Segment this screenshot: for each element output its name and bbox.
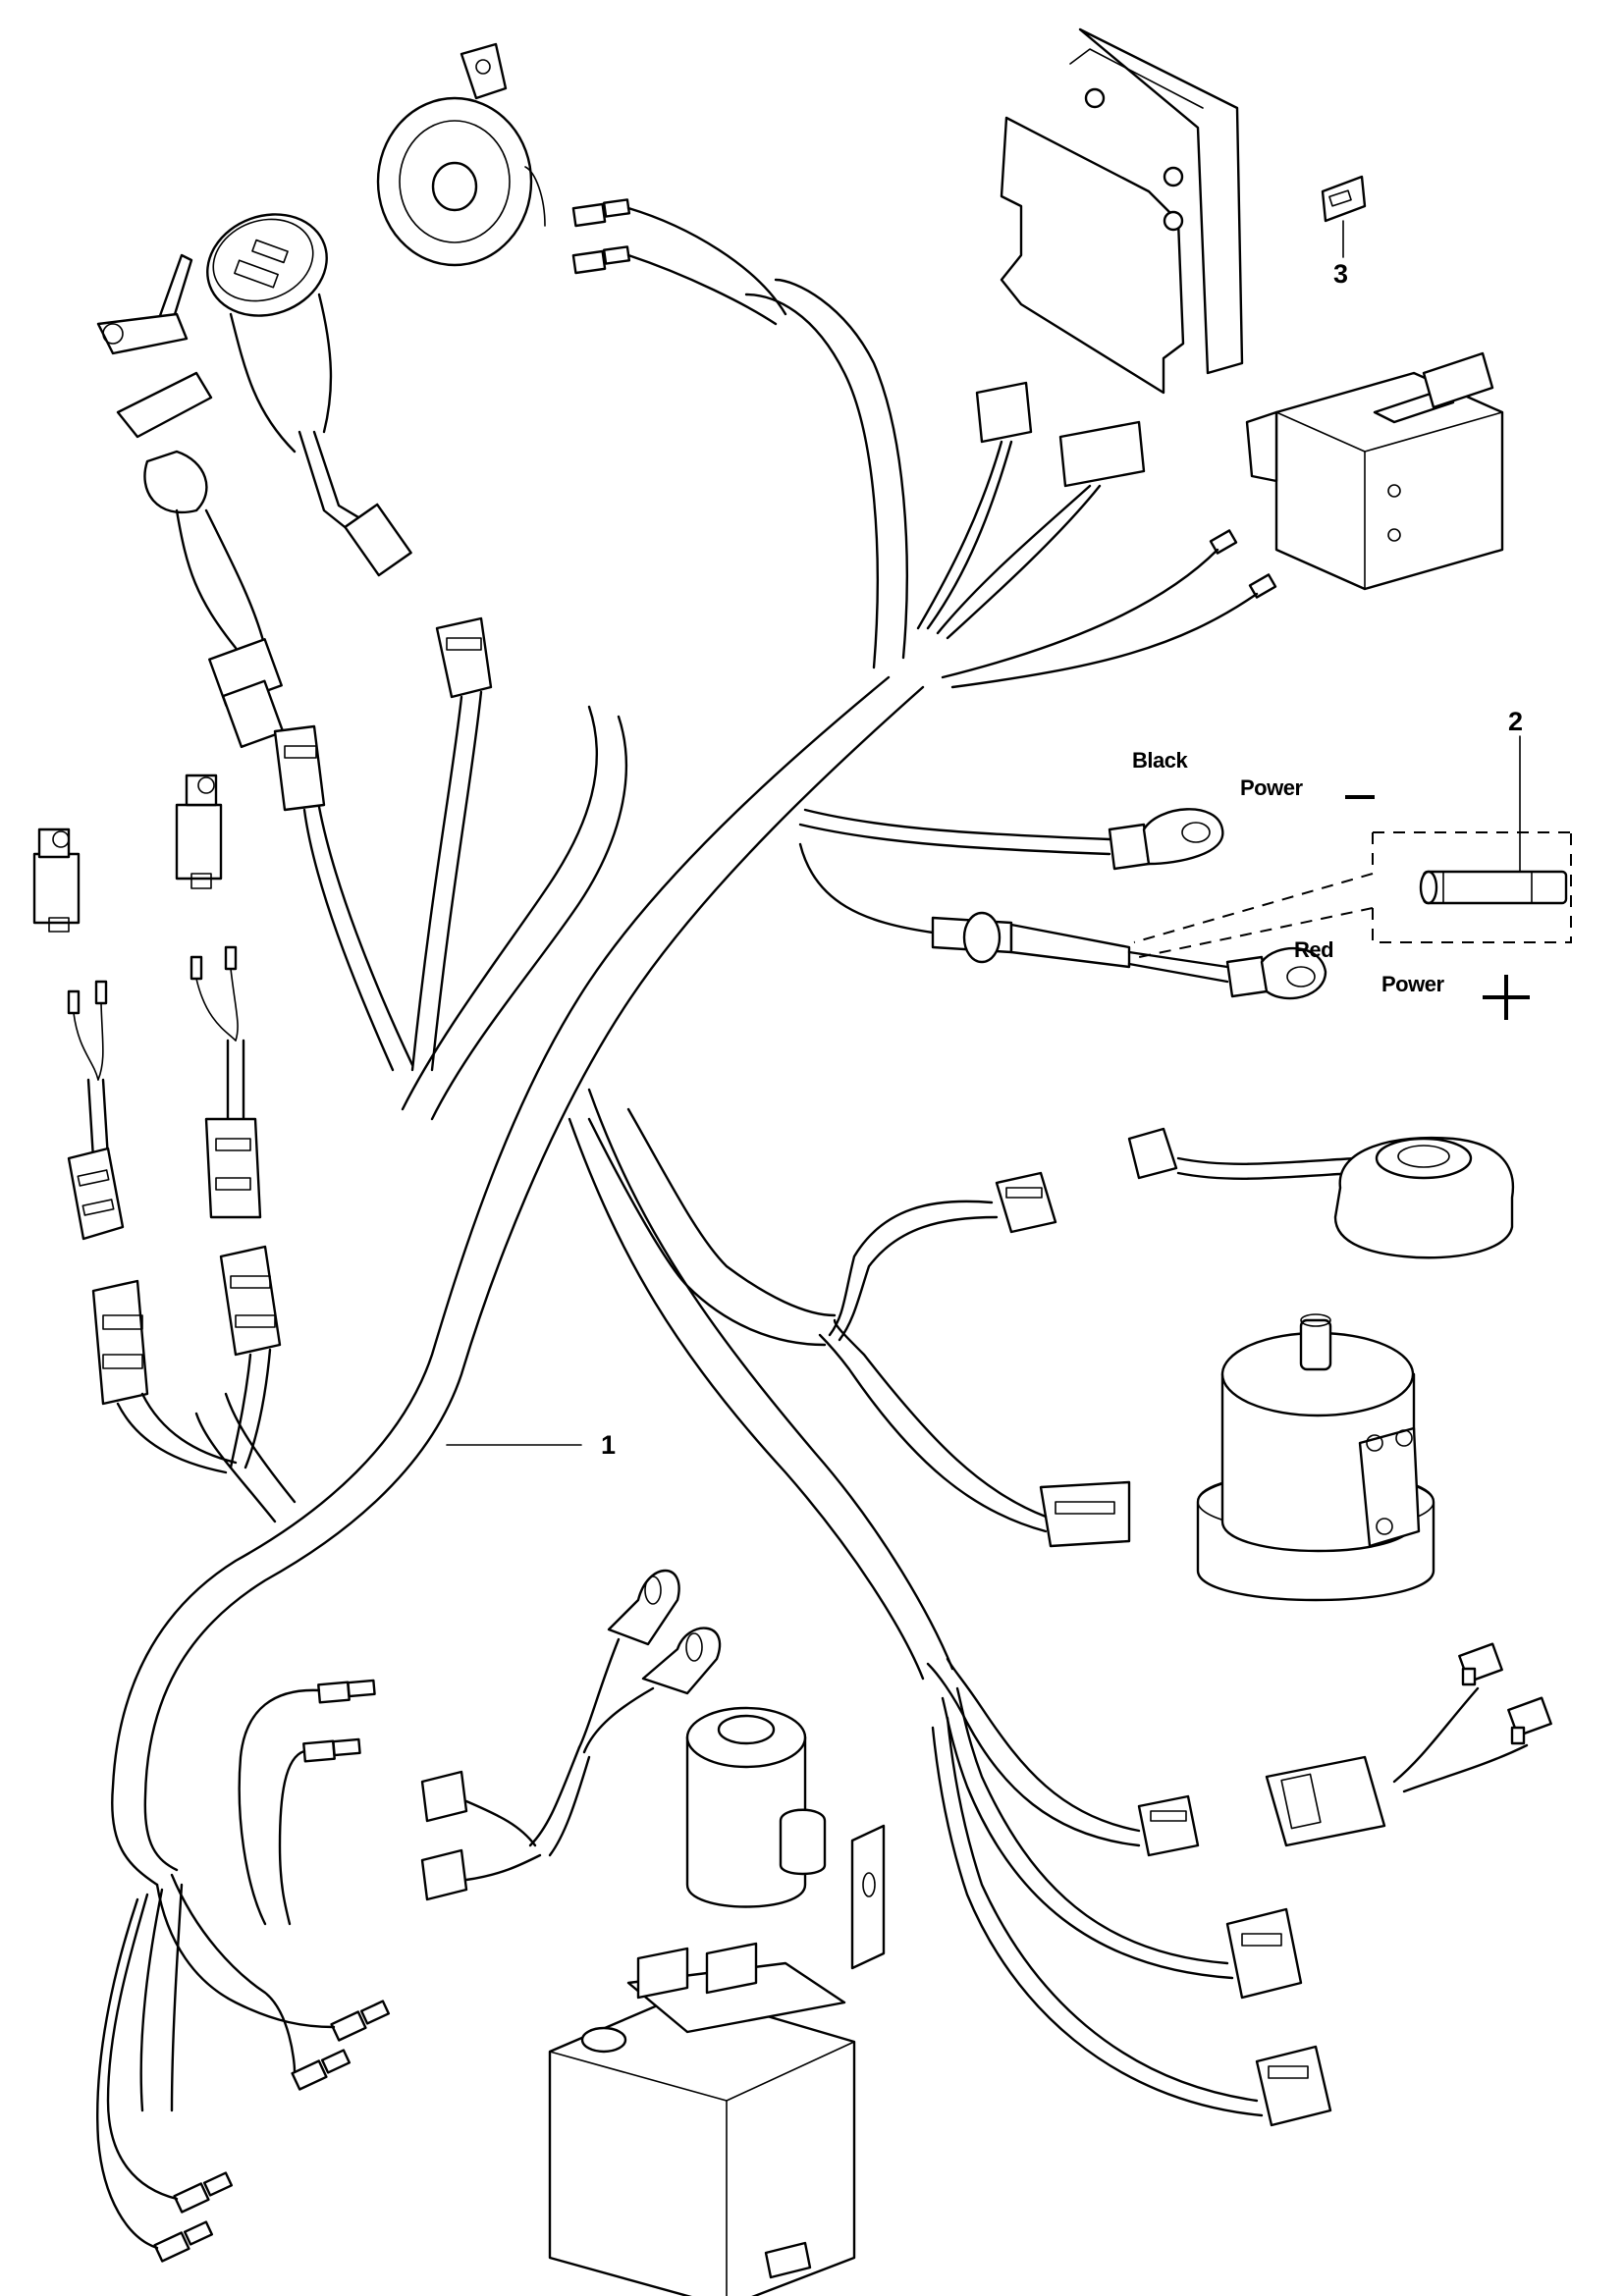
micro-switches-right [1265,1642,1552,1847]
connector-plugs-left [91,1245,282,1474]
brake-connector [828,1171,1057,1342]
fuse-holder-clip [1321,175,1367,258]
ring-terminals [420,1569,722,1901]
label-power-positive: Power [1381,972,1444,996]
horn-terminals [571,198,787,326]
contactor-leads [941,529,1277,689]
controller-connectors [916,381,1146,640]
motor-connector [818,1318,1131,1548]
label-red: Red [1294,937,1334,962]
switch-leads-center [189,945,262,1219]
switch-leads-left [67,980,125,1241]
callout-3: 3 [1333,259,1349,289]
battery-indicator [206,213,412,577]
hydraulic-power-unit [548,1706,886,2296]
callout-1: 1 [601,1430,617,1460]
micro-switch-1 [32,828,81,933]
main-contactor [1245,351,1504,591]
horn [376,42,546,267]
callout-2: 2 [1508,707,1524,736]
plus-sign-icon-v [1504,975,1508,1020]
main-harness-cable [111,278,954,1887]
spade-terminals [96,1679,391,2263]
drive-motor [1196,1313,1435,1602]
key-switch [96,253,285,749]
micro-switch-2 [175,774,223,889]
label-power-negative: Power [1240,775,1303,800]
label-black: Black [1132,748,1188,773]
motor-controller [1000,27,1244,395]
harness-connectors-upper-left [273,616,493,1072]
lower-right-connectors [926,1657,1332,2127]
black-battery-lead [798,808,1224,871]
electromagnetic-brake [1127,1127,1515,1259]
red-battery-lead [798,842,1327,1000]
minus-sign-icon [1345,795,1375,799]
fuse-detail [1133,735,1572,958]
